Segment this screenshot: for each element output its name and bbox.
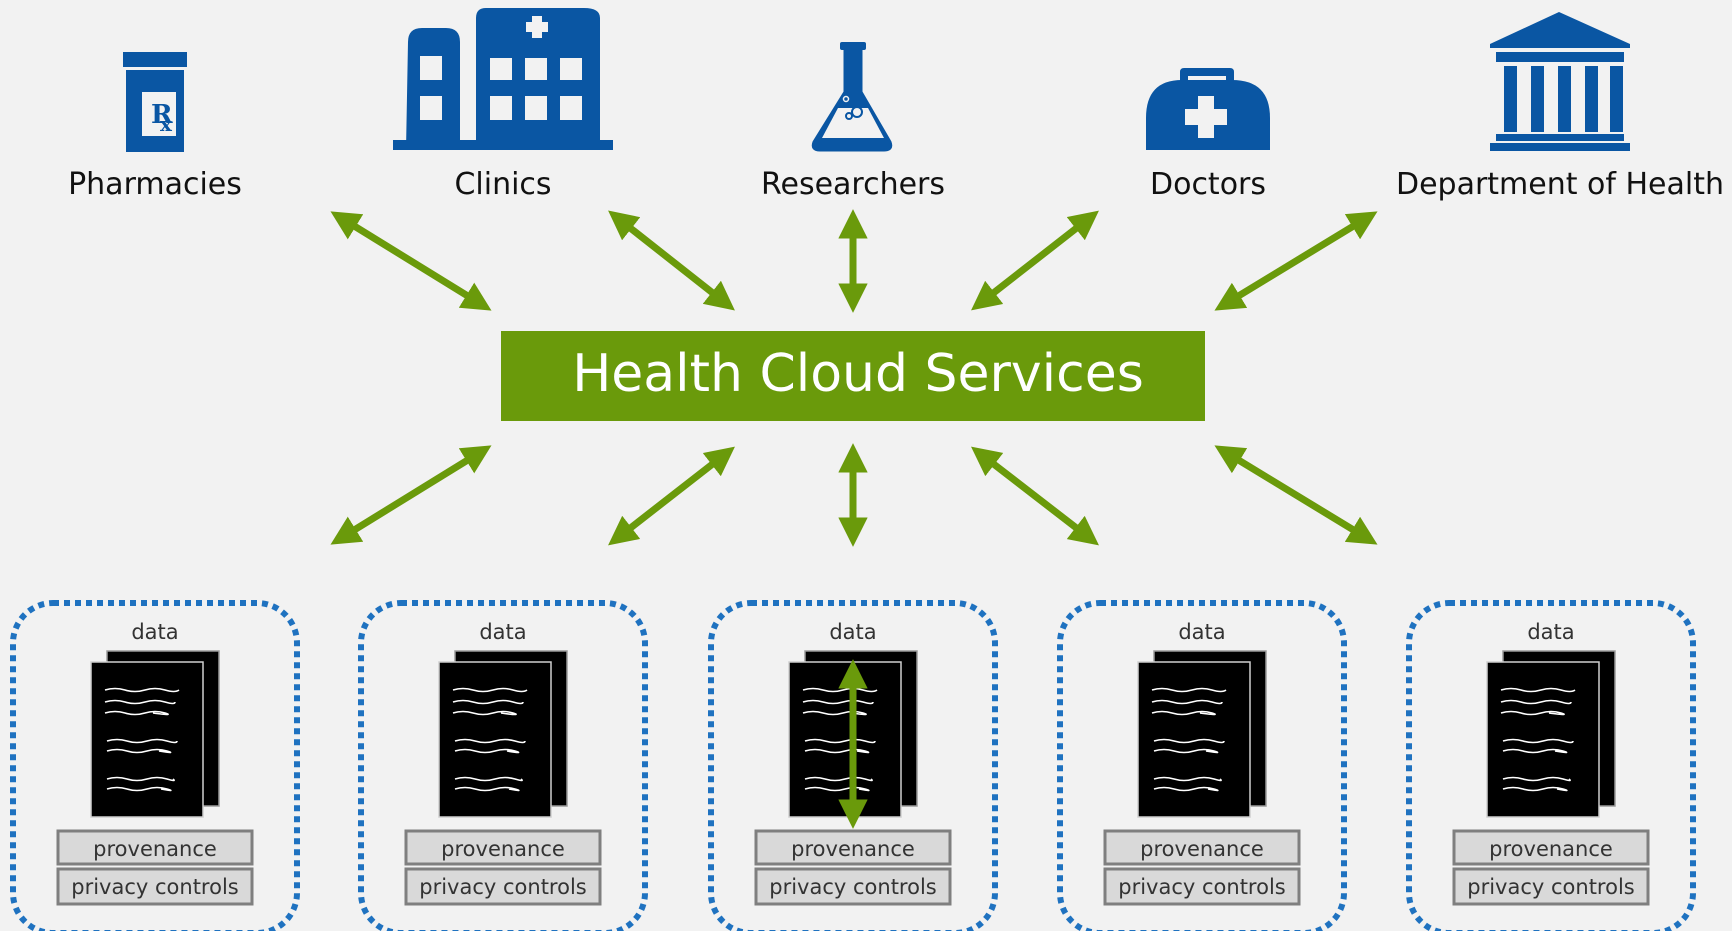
privacy-controls-label: privacy controls [1467,875,1634,899]
provenance-label: provenance [93,837,217,861]
privacy-controls-box [1103,867,1301,906]
provenance-label: provenance [1489,837,1613,861]
data-store-title: data [1527,620,1574,644]
data-store-title: data [131,620,178,644]
data-store-title: data [829,620,876,644]
document-stack-icon [1137,650,1267,818]
document-stack-icon [438,650,568,818]
stakeholder-label-researchers: Researchers [761,167,945,202]
stakeholder-label-department-of-health: Department of Health [1396,167,1724,202]
document-stack-icon [90,650,220,818]
privacy-controls-box [56,867,254,906]
arrow-center-store-1 [330,445,492,545]
provenance-box [404,829,602,866]
arrow-health-dept-center [1214,211,1378,311]
arrow-clinics-center [608,210,735,311]
provenance-label: provenance [791,837,915,861]
provenance-box [56,829,254,866]
data-store: data provenance privacy controls [708,600,998,931]
privacy-controls-label: privacy controls [1118,875,1285,899]
data-store-boundary [1057,600,1347,931]
arrow-center-store-5 [1214,445,1378,545]
privacy-controls-box [404,867,602,906]
stakeholder-label-clinics: Clinics [454,167,551,202]
provenance-box [1452,829,1650,866]
stakeholder-label-pharmacies: Pharmacies [68,167,242,202]
privacy-controls-label: privacy controls [71,875,238,899]
data-store-title: data [479,620,526,644]
medical-bag-icon [1146,68,1270,150]
arrow-doctors-center [971,210,1099,311]
arrow-center-store-4 [971,446,1099,546]
government-building-icon [1490,12,1630,151]
provenance-label: provenance [441,837,565,861]
stakeholder-label-doctors: Doctors [1150,167,1266,202]
privacy-controls-box [754,867,952,906]
data-store: data provenance privacy controls [358,600,648,931]
arrow-pharmacies-center [330,211,492,311]
data-store-boundary [10,600,300,931]
privacy-controls-label: privacy controls [419,875,586,899]
data-store: data provenance privacy controls [1406,600,1696,931]
provenance-box [1103,829,1301,866]
hospital-icon [393,8,613,150]
data-store-title: data [1178,620,1225,644]
svg-text:x: x [160,112,173,136]
data-store-boundary [708,600,998,931]
privacy-controls-label: privacy controls [769,875,936,899]
svg-text:R: R [151,100,173,130]
provenance-label: provenance [1140,837,1264,861]
data-store: data provenance privacy controls [10,600,300,931]
flask-icon [811,42,893,152]
pill-bottle-icon: R x [123,52,187,152]
arrow-center-store-2 [608,446,735,546]
health-cloud-services-label: Health Cloud Services [572,344,1144,404]
data-store-boundary [358,600,648,931]
health-cloud-services-box [501,331,1205,421]
document-stack-icon [1486,650,1616,818]
data-store-boundary [1406,600,1696,931]
data-store: data provenance privacy controls [1057,600,1347,931]
privacy-controls-box [1452,867,1650,906]
provenance-box [754,829,952,866]
